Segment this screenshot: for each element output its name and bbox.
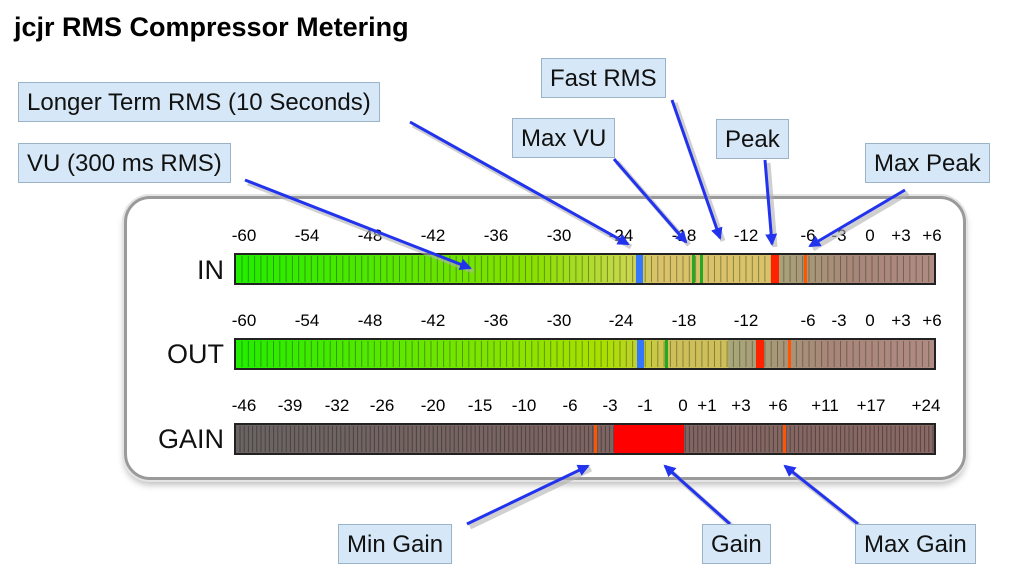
in-vu-marker — [636, 255, 643, 283]
in-meter-graphic — [236, 255, 934, 283]
max-gain-marker — [783, 425, 786, 453]
gain-tick-label: -1 — [637, 396, 653, 415]
gain-tick-label: -32 — [324, 396, 350, 415]
in-tick-label: -54 — [294, 226, 320, 245]
in-meter-bar — [234, 253, 936, 285]
out-vu-marker — [637, 340, 644, 368]
gain-meter-graphic — [236, 425, 934, 453]
in-tick-label: -60 — [231, 226, 257, 245]
out-level-fill — [236, 340, 670, 368]
out-tick-label: -48 — [357, 311, 383, 330]
out-tick-label: -12 — [733, 311, 759, 330]
in-peak-marker — [771, 255, 779, 283]
in-tick-label: -6 — [800, 226, 816, 245]
gain-tick-label: -10 — [511, 396, 537, 415]
gain-meter-label: GAIN — [157, 424, 224, 454]
callout-peak: Peak — [716, 119, 789, 159]
gain-tick-label: 0 — [678, 396, 688, 415]
gain-tick-label: +11 — [811, 396, 839, 415]
in-tick-label: -3 — [831, 226, 847, 245]
callout-max-peak: Max Peak — [865, 143, 990, 183]
callout-vu: VU (300 ms RMS) — [18, 143, 231, 183]
in-tick-label: +3 — [891, 226, 911, 245]
out-fast-rms-fill — [670, 340, 728, 368]
out-tick-label: +3 — [891, 311, 911, 330]
gain-tick-label: -15 — [467, 396, 493, 415]
in-tick-label: -18 — [671, 226, 697, 245]
in-tick-label: -24 — [608, 226, 634, 245]
gain-tick-label: +1 — [697, 396, 717, 415]
callout-min-gain: Min Gain — [338, 524, 453, 564]
out-tick-label: -42 — [420, 311, 446, 330]
in-tick-label: 0 — [865, 226, 875, 245]
out-tick-label: -30 — [546, 311, 572, 330]
in-max-vu-marker — [692, 255, 695, 283]
out-meter-bar — [234, 338, 936, 370]
callout-gain: Gain — [702, 524, 771, 564]
out-tick-label: +6 — [922, 311, 942, 330]
gain-tick-label: -46 — [231, 396, 257, 415]
min-gain-marker — [594, 425, 597, 453]
in-tick-label: +6 — [922, 226, 942, 245]
callout-max-gain: Max Gain — [855, 524, 976, 564]
callout-max-vu: Max VU — [512, 118, 616, 158]
in-tick-label: -42 — [420, 226, 446, 245]
gain-tick-label: +6 — [768, 396, 788, 415]
out-meter-graphic — [236, 340, 934, 368]
in-tick-label: -48 — [357, 226, 383, 245]
out-max-vu-marker — [665, 340, 668, 368]
gain-tick-label: -6 — [562, 396, 578, 415]
gain-tick-label: -20 — [420, 396, 446, 415]
gain-tick-label: +17 — [856, 396, 886, 415]
gain-tick-label: +3 — [731, 396, 751, 415]
in-fast-rms-marker — [700, 255, 703, 283]
gain-tick-label: +24 — [911, 396, 941, 415]
out-max-peak-marker — [788, 340, 791, 368]
out-tick-label: -24 — [608, 311, 634, 330]
out-tick-label: -18 — [671, 311, 697, 330]
gain-tick-label: -3 — [602, 396, 618, 415]
out-tick-label: 0 — [865, 311, 875, 330]
in-tick-label: -36 — [483, 226, 509, 245]
out-tick-label: -54 — [294, 311, 320, 330]
out-tick-label: -60 — [231, 311, 257, 330]
callout-longer-term-rms: Longer Term RMS (10 Seconds) — [18, 82, 380, 122]
gain-level-fill — [614, 425, 684, 453]
in-tick-label: -12 — [733, 226, 759, 245]
page-title: jcjr RMS Compressor Metering — [14, 12, 409, 42]
gain-tick-label: -39 — [277, 396, 303, 415]
gain-tick-label: -26 — [369, 396, 395, 415]
gain-meter-bar — [234, 423, 936, 455]
in-max-peak-marker — [804, 255, 807, 283]
in-meter-label: IN — [197, 255, 224, 285]
in-unlit-range — [776, 255, 934, 283]
out-meter-label: OUT — [167, 339, 224, 369]
out-tick-label: -3 — [831, 311, 847, 330]
gain-unlit-range — [236, 425, 934, 453]
out-peak-marker — [756, 340, 764, 368]
out-tick-label: -36 — [483, 311, 509, 330]
in-tick-label: -30 — [546, 226, 572, 245]
callout-fast-rms: Fast RMS — [541, 58, 666, 98]
out-tick-label: -6 — [800, 311, 816, 330]
